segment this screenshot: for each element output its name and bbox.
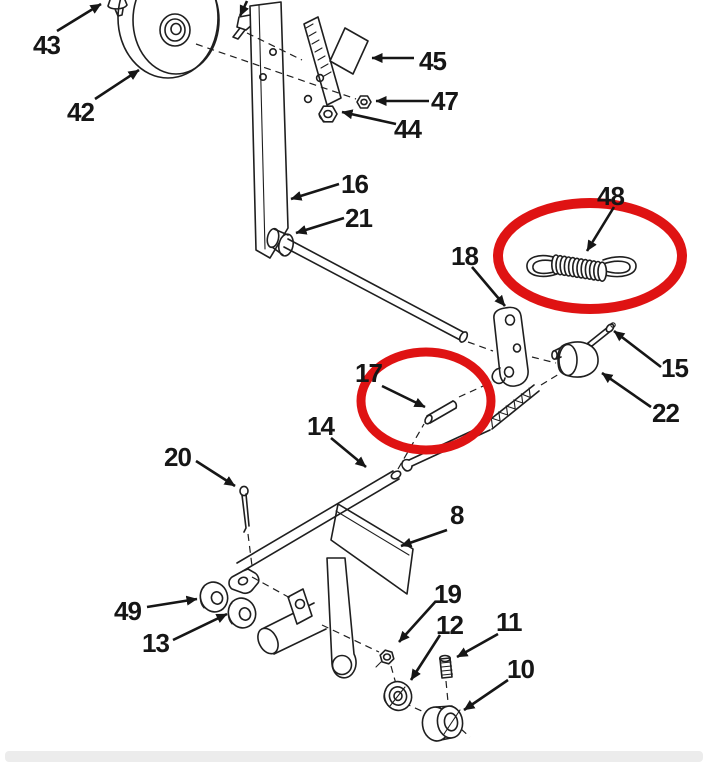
callout-label-44: 44 [394,114,422,144]
callout-arrow-21 [295,216,345,235]
callout-arrow-20 [195,459,236,488]
callout-label-18: 18 [451,241,478,271]
part-pin-17 [424,400,458,425]
callout-label-20: 20 [164,442,191,472]
part-pin-15 [587,322,616,347]
centerlines-lower [247,533,471,738]
part-link-plate-18 [491,306,529,387]
callout-arrow-48 [585,206,616,252]
part-blade-8 [330,503,414,595]
part-pivot-hub [257,588,327,655]
part-nut-47 [356,95,372,109]
callout-label-13: 13 [142,628,169,658]
callout-arrow-16 [290,182,340,201]
callout-arrow-19 [398,600,437,643]
callout-arrow-12 [409,634,442,681]
part-washer-13 [227,597,257,629]
callout-arrow-8 [400,528,448,548]
callout-arrow-13 [172,612,228,642]
highlight-ellipse-17 [356,347,496,455]
callout-arrow-49 [146,595,198,609]
part-adjusting-rod [401,384,540,472]
part-screw-11 [438,654,454,679]
callout-arrow-18 [471,266,506,307]
callout-label-15: 15 [661,353,688,383]
callout-arrow-10 [463,678,509,712]
callout-label-42: 42 [67,97,94,127]
callout-label-8: 8 [450,500,464,530]
part-nut-44 [318,105,338,123]
highlight-ellipse-48 [493,198,687,314]
callout-arrow-42 [94,68,140,101]
part-support-arm [326,557,357,679]
callout-arrow-15 [613,329,662,369]
callout-labels: 43 42 45 47 44 16 21 48 18 15 22 17 14 2… [33,30,689,684]
callout-arrow-top [238,0,249,17]
callout-arrow-44 [341,109,397,126]
callout-label-48: 48 [597,181,624,211]
part-lever-14 [228,470,402,595]
callout-label-12: 12 [436,610,463,640]
callout-arrow-17 [381,384,426,409]
part-pulley-42 [117,0,220,79]
part-spring-48 [526,254,637,283]
callout-arrows [56,0,662,712]
callout-label-11: 11 [496,607,522,637]
part-bushing-12 [383,680,413,712]
part-link-rod [283,238,469,343]
callout-arrow-14 [330,436,367,469]
callout-label-19: 19 [434,579,461,609]
horizontal-scrollbar-track[interactable] [5,751,703,762]
callout-arrow-22 [601,371,652,409]
callout-label-22: 22 [652,398,679,428]
callout-label-45: 45 [419,46,446,76]
part-bolt-43-target [107,0,128,17]
centerline-top [195,32,357,100]
callout-label-47: 47 [431,86,458,116]
callout-label-16: 16 [341,169,368,199]
part-trunnion-22 [551,341,599,378]
callout-label-49: 49 [114,596,141,626]
callout-label-14: 14 [307,411,335,441]
callout-label-17: 17 [355,358,382,388]
part-washer-49 [199,581,229,613]
callout-label-10: 10 [507,654,534,684]
part-bracket-45 [303,16,369,106]
callout-label-21: 21 [345,203,372,233]
callout-arrow-11 [456,632,499,659]
centerlines-middle [397,341,560,470]
part-nut-19 [375,649,395,668]
part-idler-arm-16 [249,1,289,259]
part-cotter-pin-20 [239,485,250,533]
part-roller-10 [421,705,464,742]
callout-arrow-43 [56,2,102,33]
callout-label-43: 43 [33,30,60,60]
part-top-bolt [232,14,254,40]
